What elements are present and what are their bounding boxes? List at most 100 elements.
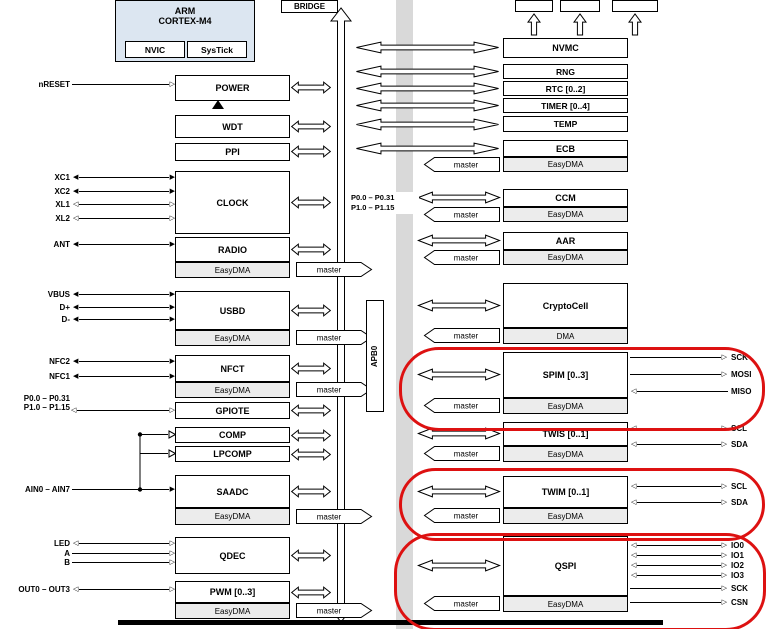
master-badge: master — [296, 382, 373, 397]
arrow-left-icon: ◀ — [73, 316, 79, 323]
nvmc-block: NVMC — [503, 38, 628, 58]
signal-spim-sck: ▷SCK — [630, 352, 765, 363]
arrow-right-icon: ▶ — [169, 373, 175, 380]
arrow-right-icon: ▶ — [169, 358, 175, 365]
signal-label: XL1 — [55, 200, 70, 209]
figure-bottom-border — [118, 620, 663, 625]
signal-nfc2: NFC2◀ ▶ — [0, 356, 176, 367]
bus-arrow — [291, 448, 331, 461]
supply-arrow-icon — [212, 100, 224, 109]
bus-arrow — [291, 485, 331, 498]
master-label: master — [454, 450, 479, 459]
wire — [637, 502, 721, 503]
systick-block: SysTick — [187, 41, 247, 58]
arrow-open-left-icon: ◁ — [73, 540, 79, 547]
signal-label: IO2 — [731, 561, 744, 570]
up-arrow — [573, 13, 587, 36]
ecb-easydma: EasyDMA — [503, 157, 628, 172]
arrow-open-left-icon: ◁ — [631, 483, 637, 490]
arrow-left-icon: ◀ — [73, 174, 79, 181]
nvic-block: NVIC — [125, 41, 185, 58]
bus-arrow — [291, 145, 331, 158]
arrow-open-left-icon: ◁ — [631, 499, 637, 506]
center-port-note: P0.0 – P0.31 P1.0 – P1.15 — [349, 192, 419, 214]
signal-xc2: XC2◀▶ — [0, 186, 176, 197]
bus-arrow — [417, 299, 501, 312]
signal-label: D+ — [59, 303, 70, 312]
wire — [72, 489, 169, 490]
wire — [72, 562, 169, 563]
arrow-open-left-icon: ◁ — [73, 586, 79, 593]
signal-label: XC2 — [54, 187, 70, 196]
arrow-open-left-icon: ◁ — [71, 407, 77, 414]
bus-arrow — [291, 304, 331, 317]
nfct-easydma: EasyDMA — [175, 382, 290, 398]
signal-qspi-io0: ◁▷IO0 — [630, 540, 765, 551]
spim-block: SPIM [0..3] — [503, 352, 628, 398]
signal-dminus: D-◀▶ — [0, 314, 176, 325]
signal-label: XL2 — [55, 214, 70, 223]
arrow-open-right-icon: ▷ — [721, 483, 727, 490]
arrow-left-icon: ◀ — [73, 291, 79, 298]
signal-label: SCL — [731, 482, 747, 491]
cryptocell-dma: DMA — [503, 328, 628, 344]
ppi-block: PPI — [175, 143, 290, 161]
master-badge: master — [423, 508, 500, 523]
master-label: master — [454, 254, 479, 263]
cpu-block: ARM CORTEX-M4 NVIC SysTick — [115, 0, 255, 62]
signal-xc1: XC1◀▶ — [0, 172, 176, 183]
signal-label: NFC2 — [49, 357, 70, 366]
usbd-block: USBD — [175, 291, 290, 330]
signal-qspi-io1: ◁▷IO1 — [630, 550, 765, 561]
wire — [72, 553, 169, 554]
arrow-open-right-icon: ▷ — [721, 599, 727, 606]
signal-label: XC1 — [54, 173, 70, 182]
arrow-open-left-icon: ◁ — [73, 215, 79, 222]
rtc-block: RTC [0..2] — [503, 81, 628, 96]
arrow-open-right-icon: ▷ — [169, 201, 175, 208]
master-label: master — [454, 332, 479, 341]
signal-label: OUT0 – OUT3 — [18, 585, 70, 594]
master-label: master — [317, 386, 342, 395]
arrow-right-icon: ▶ — [169, 316, 175, 323]
signal-ports-label: P0.0 – P0.31 P1.0 – P1.15 — [0, 394, 70, 412]
bus-arrow — [291, 196, 331, 209]
signal-label: IO1 — [731, 551, 744, 560]
wire — [637, 391, 728, 392]
bus-arrow — [291, 404, 331, 417]
up-arrow — [527, 13, 541, 36]
pwm-block: PWM [0..3] — [175, 581, 290, 603]
master-label: master — [454, 402, 479, 411]
signal-nfc1: NFC1◀▶ — [0, 371, 176, 382]
signal-label: VBUS — [47, 290, 70, 299]
wire — [79, 204, 169, 205]
signal-out: OUT0 – OUT3◁▷ — [0, 584, 176, 595]
wire — [637, 444, 721, 445]
ports-line1: P0.0 – P0.31 — [23, 394, 70, 403]
master-badge: master — [423, 596, 500, 611]
arrow-left-icon: ◀ — [73, 241, 79, 248]
arrow-open-right-icon: ▷ — [169, 215, 175, 222]
arrow-open-right-icon: ▷ — [721, 371, 727, 378]
signal-label: AIN0 – AIN7 — [24, 485, 70, 494]
wire — [637, 486, 721, 487]
wire — [79, 376, 169, 377]
master-label: master — [454, 600, 479, 609]
signal-twis-scl: ◁▷SCL — [630, 423, 765, 434]
bus-arrow — [355, 142, 500, 155]
master-label: master — [317, 334, 342, 343]
master-label: master — [317, 607, 342, 616]
twis-block: TWIS [0..1] — [503, 422, 628, 446]
arrow-left-icon: ◀ — [73, 358, 79, 365]
wire — [72, 84, 169, 85]
bus-arrow — [291, 120, 331, 133]
bus-arrow — [417, 485, 501, 498]
signal-label: SCK — [731, 584, 748, 593]
master-badge: master — [296, 330, 373, 345]
bridge-block: BRIDGE — [281, 0, 338, 13]
lpcomp-block: LPCOMP — [175, 446, 290, 462]
master-label: master — [454, 161, 479, 170]
gpiote-block: GPIOTE — [175, 402, 290, 419]
master-label: master — [454, 512, 479, 521]
arrow-open-right-icon: ▷ — [169, 559, 175, 566]
